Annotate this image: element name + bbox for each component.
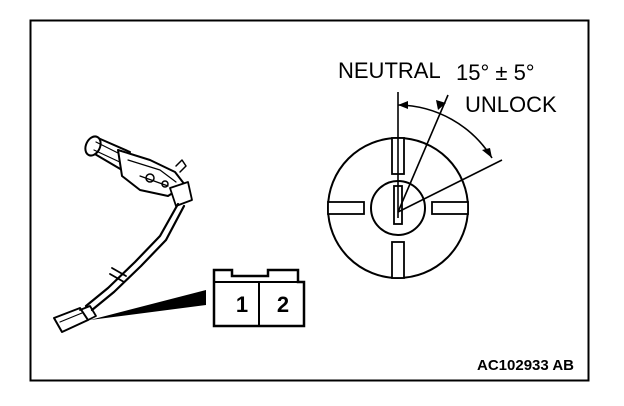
connector-pin-1-label: 1 xyxy=(236,292,248,317)
neutral-label: NEUTRAL xyxy=(338,58,441,83)
diagram-frame xyxy=(29,19,590,382)
ignition-switch-assembly xyxy=(53,135,193,333)
connector-pin-2-label: 2 xyxy=(277,292,289,317)
angle-indicator xyxy=(397,92,503,218)
connector-face xyxy=(212,268,306,328)
connector-callout-wedge xyxy=(90,290,206,320)
figure-reference: AC102933 AB xyxy=(477,357,574,374)
unlock-label: UNLOCK xyxy=(465,92,557,117)
angle-label: 15° ± 5° xyxy=(456,60,535,85)
